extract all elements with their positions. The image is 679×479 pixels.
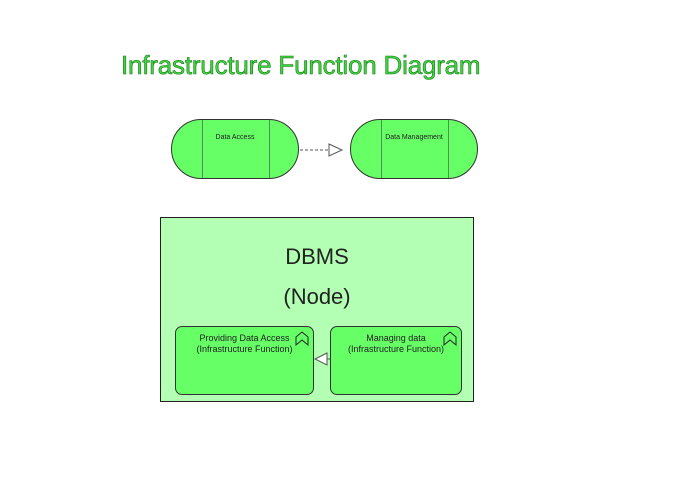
- infrastructure-function-icon: [443, 331, 457, 346]
- function-name: Providing Data Access: [199, 333, 290, 343]
- diagram-title: Infrastructure Function Diagram: [121, 50, 481, 81]
- service-divider-left: [202, 120, 203, 178]
- function-type: (Infrastructure Function): [347, 344, 445, 354]
- service-data-management[interactable]: Data Management: [350, 119, 478, 179]
- service-divider-right: [269, 120, 270, 178]
- service-divider-left: [381, 120, 382, 178]
- infrastructure-function-icon: [295, 331, 309, 346]
- node-type: (Node): [283, 284, 351, 309]
- service-label: Data Management: [385, 134, 443, 141]
- function-providing-data-access[interactable]: Providing Data Access (Infrastructure Fu…: [175, 326, 314, 395]
- function-type: (Infrastructure Function): [196, 344, 293, 354]
- service-data-access[interactable]: Data Access: [171, 119, 299, 179]
- realization-arrow[interactable]: [300, 143, 344, 157]
- function-name: Managing data: [366, 333, 426, 343]
- service-label: Data Access: [215, 134, 255, 141]
- function-managing-data[interactable]: Managing data (Infrastructure Function): [330, 326, 462, 395]
- service-divider-right: [448, 120, 449, 178]
- node-name: DBMS: [285, 244, 349, 269]
